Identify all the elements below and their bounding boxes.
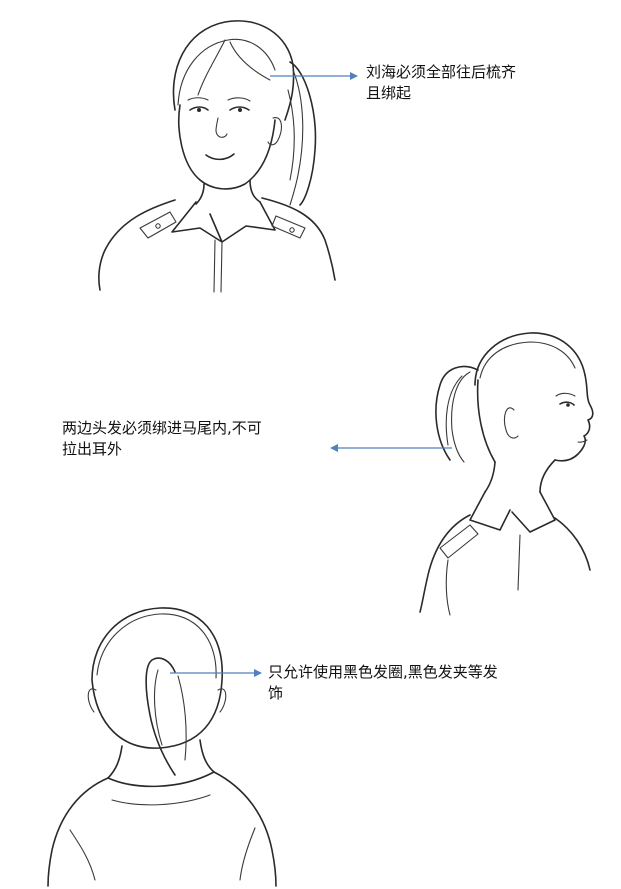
back-annotation-line1: 只允许使用黑色发圈,黑色发夹等发 (268, 663, 498, 681)
side-annotation-line2: 拉出耳外 (62, 440, 123, 458)
side-view-figure (419, 332, 594, 616)
back-annotation-arrow (170, 669, 262, 677)
front-annotation-line2: 且绑起 (366, 84, 412, 102)
front-annotation-text: 刘海必须全部往后梳齐 且绑起 (366, 62, 516, 104)
back-annotation-text: 只允许使用黑色发圈,黑色发夹等发 饰 (268, 662, 498, 704)
front-view-figure (98, 20, 336, 293)
back-annotation-line2: 饰 (268, 684, 284, 702)
side-annotation-text: 两边头发必须绑进马尾内,不可 拉出耳外 (62, 418, 262, 460)
side-annotation-arrow (330, 444, 452, 452)
side-annotation-line1: 两边头发必须绑进马尾内,不可 (62, 419, 262, 437)
front-annotation-arrow (270, 72, 358, 80)
front-annotation-line1: 刘海必须全部往后梳齐 (366, 63, 517, 81)
back-view-figure (47, 607, 277, 887)
